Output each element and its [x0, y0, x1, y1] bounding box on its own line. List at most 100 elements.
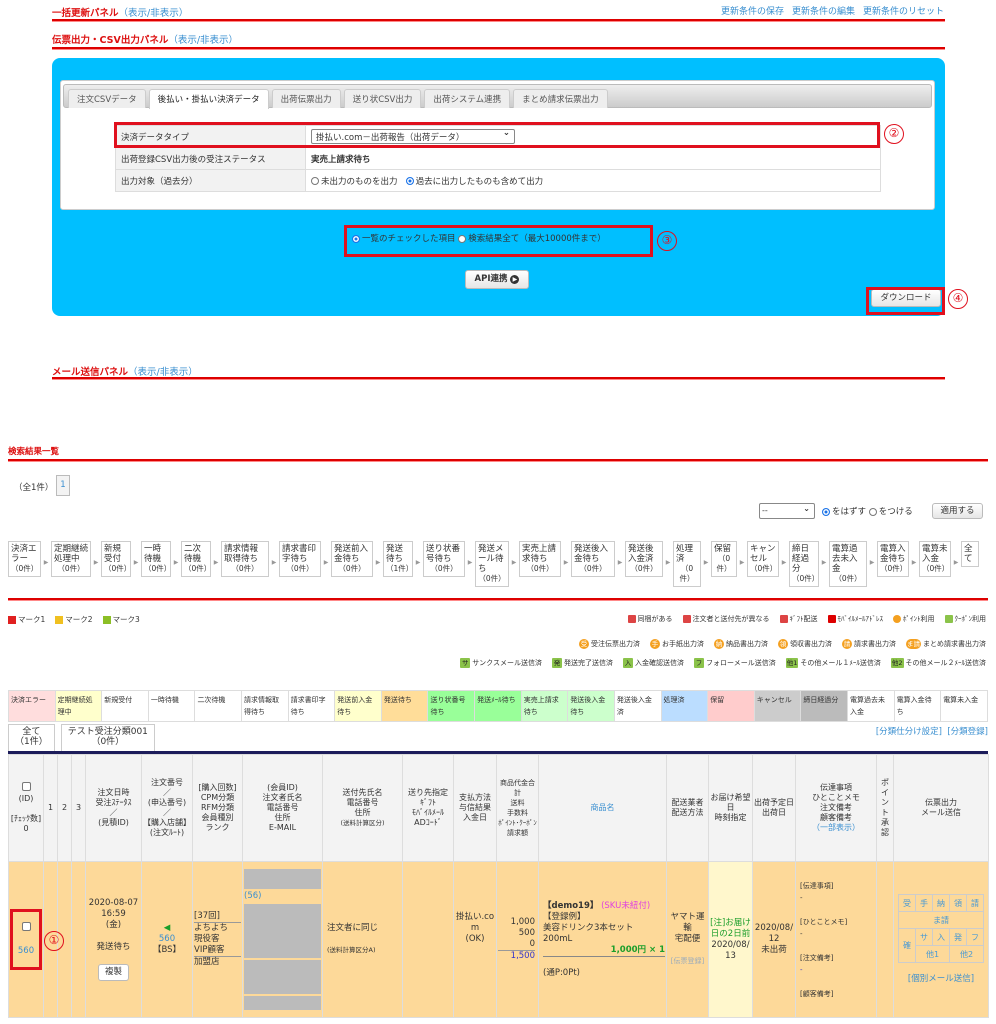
flow-status-15[interactable]: 保留（0件）	[711, 541, 737, 577]
class-tab-all[interactable]: 全て（1件）	[8, 724, 55, 752]
delivery-date: 2020/08/13	[711, 939, 750, 961]
flow-status-5[interactable]: 請求情報取得待ち（0件）	[221, 541, 269, 577]
flow-status-16[interactable]: キャンセル（0件）	[747, 541, 779, 577]
header-point: ポイント承認	[876, 754, 894, 862]
mark-remove-label: をはずす	[832, 507, 867, 517]
flow-count: （0件）	[579, 564, 607, 573]
member-id-link[interactable]: (56)	[244, 891, 262, 901]
flow-count: （0件）	[57, 564, 85, 573]
flow-status-8[interactable]: 発送待ち（1件）	[383, 541, 413, 577]
tab-order-csv[interactable]: 注文CSVデータ	[68, 89, 146, 108]
reset-condition-link[interactable]: 更新条件のリセット	[862, 7, 944, 17]
header-product-sort[interactable]: 商品名	[538, 754, 667, 862]
grid-hatsu[interactable]: 発	[949, 928, 967, 946]
mark3-cell[interactable]	[71, 861, 86, 1018]
flow-status-9[interactable]: 送り状番号待ち（0件）	[423, 541, 465, 577]
grid-sa[interactable]: サ	[915, 928, 933, 946]
tab-shipping-slip[interactable]: 出荷伝票出力	[271, 89, 341, 108]
flow-status-11[interactable]: 実売上請求待ち（0件）	[519, 541, 561, 577]
flow-status-20[interactable]: 電算未入金（0件）	[919, 541, 951, 577]
status-color-cell: 請求情報取得待ち	[241, 690, 289, 722]
select-all-checkbox[interactable]	[21, 782, 31, 791]
flow-status-0[interactable]: 決済エラー（0件）	[8, 541, 41, 577]
copy-button[interactable]: 複製	[97, 964, 129, 981]
shop: 【BS】	[152, 945, 182, 955]
scope-checked-label: 一覧のチェックした項目	[362, 234, 456, 244]
grid-kaku[interactable]: 確	[898, 928, 916, 963]
mail-toggle-link[interactable]: （表示/非表示）	[128, 367, 198, 378]
class-sort-settings-link[interactable]: [分類仕分け設定]	[875, 727, 942, 737]
flow-status-18[interactable]: 電算過去未入金（0件）	[829, 541, 867, 587]
mark-remove-radio[interactable]	[822, 507, 830, 516]
header-memo-label: 伝達事項 ひとことメモ 注文備考 顧客備考	[812, 783, 860, 822]
status-color-cell: 新規受付	[101, 690, 149, 722]
tab-summary-invoice[interactable]: まとめ請求伝票出力	[513, 89, 608, 108]
individual-mail-link[interactable]: [個別メール送信]	[907, 974, 975, 984]
api-button[interactable]: API連携 ▶	[465, 270, 529, 289]
target-unoutput-radio[interactable]	[311, 177, 319, 185]
grid-fu[interactable]: フ	[966, 928, 984, 946]
badge-icon: ま請	[906, 639, 921, 649]
grid-nyu[interactable]: 入	[932, 928, 950, 946]
grid-other2[interactable]: 他2	[949, 945, 984, 963]
grid-matome[interactable]: ま請	[898, 911, 984, 929]
bulk-toggle-link[interactable]: （表示/非表示）	[118, 8, 189, 19]
memo-partial-link[interactable]: （一部表示）	[812, 823, 860, 832]
scope-checked-radio[interactable]	[352, 234, 360, 243]
flow-status-19[interactable]: 電算入金待ち（0件）	[877, 541, 909, 577]
legend-label: 請求書出力済	[854, 640, 896, 648]
flow-status-17[interactable]: 締日経過分（0件）	[789, 541, 819, 587]
save-condition-link[interactable]: 更新条件の保存	[720, 7, 784, 17]
arrow-right-icon: ▶	[43, 559, 49, 566]
flow-status-14[interactable]: 処理済（0件）	[673, 541, 701, 587]
mark-add-radio[interactable]	[868, 507, 877, 516]
grid-uke[interactable]: 受	[898, 894, 916, 912]
target-include-past-label: 過去に出力したものも含めて出力	[415, 176, 544, 187]
tab-deferred-payment[interactable]: 後払い・掛払い決済データ	[148, 89, 269, 109]
row-id-link[interactable]: 560	[17, 946, 35, 956]
buy-count: [37回]	[194, 911, 220, 921]
grid-nou[interactable]: 納	[932, 894, 950, 912]
scope-all-radio[interactable]	[458, 234, 467, 243]
slip-toggle-link[interactable]: （表示/非表示）	[168, 35, 239, 46]
page-1-button[interactable]: 1	[56, 475, 70, 496]
slip-register-link[interactable]: [伝票登録]	[670, 957, 705, 965]
tab-invoice-csv[interactable]: 送り状CSV出力	[343, 89, 422, 108]
order-number-link[interactable]: 560	[158, 934, 176, 944]
flow-status-21[interactable]: 全て	[961, 541, 979, 567]
row-checkbox[interactable]	[21, 922, 31, 931]
flow-status-4[interactable]: 二次待機（0件）	[181, 541, 211, 577]
legend-label: フォローメール送信済	[705, 659, 776, 667]
orders-table: (ID)[ﾁｪｯｸ数]0 1 2 3 注文日時 受注ｽﾃｰﾀｽ ／ (見積ID)…	[8, 754, 989, 1018]
flow-status-1[interactable]: 定期継続処理中（0件）	[51, 541, 91, 577]
edit-condition-link[interactable]: 更新条件の編集	[791, 7, 855, 17]
flow-status-3[interactable]: 一時待機（0件）	[141, 541, 171, 577]
badge-icon: 手	[650, 639, 660, 649]
flow-label: 実売上請求待ち	[522, 544, 557, 564]
grid-te[interactable]: 手	[915, 894, 933, 912]
flow-count: （0件）	[922, 564, 950, 573]
payment-type-select[interactable]: 掛払い.com－出荷報告（出荷データ）	[311, 128, 515, 144]
class-tab-test001[interactable]: テスト受注分類001（0件）	[60, 724, 155, 752]
apply-button[interactable]: 適用する	[932, 503, 983, 519]
legend-item: 発発送完了送信済	[551, 658, 613, 668]
header-check-count: 0	[23, 824, 29, 833]
arrow-right-icon: ▶	[665, 559, 671, 566]
grid-sei[interactable]: 請	[966, 894, 984, 912]
flow-status-7[interactable]: 発送前入金待ち（0件）	[331, 541, 373, 577]
mark-select[interactable]: --⌄	[759, 503, 815, 519]
mark-legend-3: マーク3	[102, 615, 140, 624]
flow-status-2[interactable]: 新規受付（0件）	[101, 541, 131, 577]
flow-status-10[interactable]: 発送メール待ち（0件）	[475, 541, 509, 587]
tab-shipping-system[interactable]: 出荷システム連携	[424, 89, 511, 108]
annotation-4: ④	[948, 289, 968, 309]
flow-status-13[interactable]: 発送後入金済（0件）	[625, 541, 663, 577]
flow-status-12[interactable]: 発送後入金待ち（0件）	[571, 541, 615, 577]
flow-label: 電算過去未入金	[832, 544, 858, 574]
target-include-past-radio[interactable]	[405, 177, 414, 185]
grid-other1[interactable]: 他1	[915, 945, 950, 963]
export-panel: 注文CSVデータ 後払い・掛払い決済データ 出荷伝票出力 送り状CSV出力 出荷…	[52, 58, 945, 316]
flow-status-6[interactable]: 請求書印字待ち（0件）	[279, 541, 321, 577]
class-register-link[interactable]: [分類登録]	[947, 727, 988, 737]
grid-ryo[interactable]: 領	[949, 894, 967, 912]
